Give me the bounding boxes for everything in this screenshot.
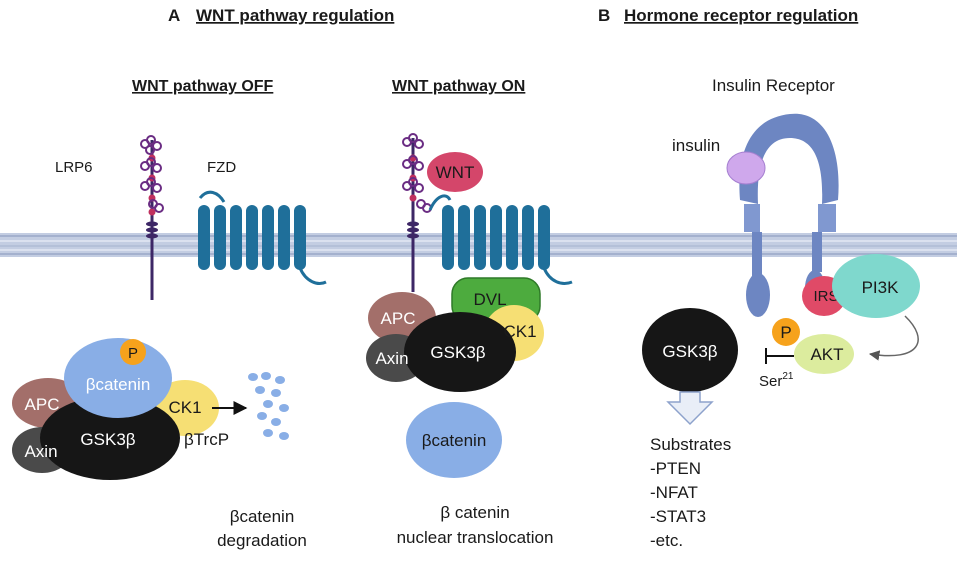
akt-blob [794, 334, 854, 374]
substrate-item: -etc. [650, 531, 683, 550]
substrate-item: Substrates [650, 435, 731, 454]
degradation-line2: degradation [217, 531, 307, 550]
membrane-complex [366, 277, 544, 392]
phospho-label: P [128, 345, 138, 362]
lrp6-receptor-on [402, 133, 432, 292]
degradation-line1: βcatenin [230, 507, 295, 526]
wnt-label: WNT [436, 163, 475, 182]
wnt-ligand [427, 152, 483, 192]
apc-on-label: APC [381, 309, 416, 328]
axin-off-label: Axin [24, 442, 57, 461]
translocation-line2: nuclear translocation [397, 528, 554, 547]
insulin-ligand [726, 151, 766, 185]
gsk3b-on-label: GSK3β [430, 343, 485, 362]
substrate-item: -STAT3 [650, 507, 706, 526]
substrates-arrow [666, 391, 714, 426]
wnt-off-heading: WNT pathway OFF [132, 78, 274, 95]
btrcp-label: βTrcP [184, 430, 229, 449]
panel-a-letter: A [168, 6, 180, 25]
gsk3b-blob [40, 396, 180, 480]
lrp6-label: LRP6 [55, 159, 93, 176]
panel-a-title: WNT pathway regulation [196, 6, 394, 25]
bcatenin-on-label: βcatenin [422, 431, 487, 450]
wnt-on-heading: WNT pathway ON [392, 78, 525, 95]
translocation-line1: β catenin [440, 503, 509, 522]
apc-off-label: APC [25, 395, 60, 414]
phospho-b-badge [772, 318, 800, 346]
gsk3b-off-label: GSK3β [80, 430, 135, 449]
fzd-label: FZD [207, 159, 236, 176]
panel-b-letter: B [598, 6, 610, 25]
gsk3b-b-label: GSK3β [662, 342, 717, 361]
lrp6-receptor [140, 135, 164, 300]
dvl-label: DVL [473, 290, 506, 309]
panel-b-title: Hormone receptor regulation [624, 6, 858, 25]
gsk3b-on-blob [404, 312, 516, 392]
ser-label: Ser21 [759, 371, 794, 390]
ck1-off-label: CK1 [168, 398, 201, 417]
insulin-label: insulin [672, 136, 720, 155]
pi3k-blob [832, 254, 920, 318]
axin-on-label: Axin [375, 349, 408, 368]
irs-label: IRS [813, 288, 838, 305]
gsk3b-b-blob [642, 308, 738, 392]
bcatenin-off-label: βcatenin [86, 375, 151, 394]
ck1-on-label: CK1 [503, 322, 536, 341]
substrate-item: -PTEN [650, 459, 701, 478]
phospho-b-label: P [780, 323, 791, 342]
pi3k-to-akt-arrow [868, 315, 919, 361]
pi3k-label: PI3K [862, 278, 900, 297]
fzd-receptor [198, 190, 327, 285]
akt-label: AKT [810, 345, 843, 364]
fzd-receptor-on [428, 194, 573, 285]
degraded-bcatenin-fragments [248, 372, 289, 440]
phospho-badge [120, 339, 146, 365]
insulin-receptor-label: Insulin Receptor [712, 76, 835, 95]
substrate-item: -NFAT [650, 483, 698, 502]
destruction-complex [12, 338, 219, 480]
substrates-list: Substrates -PTEN -NFAT -STAT3 -etc. [650, 435, 731, 550]
bcatenin-blob [64, 338, 172, 418]
bcatenin-free-blob [406, 402, 502, 478]
